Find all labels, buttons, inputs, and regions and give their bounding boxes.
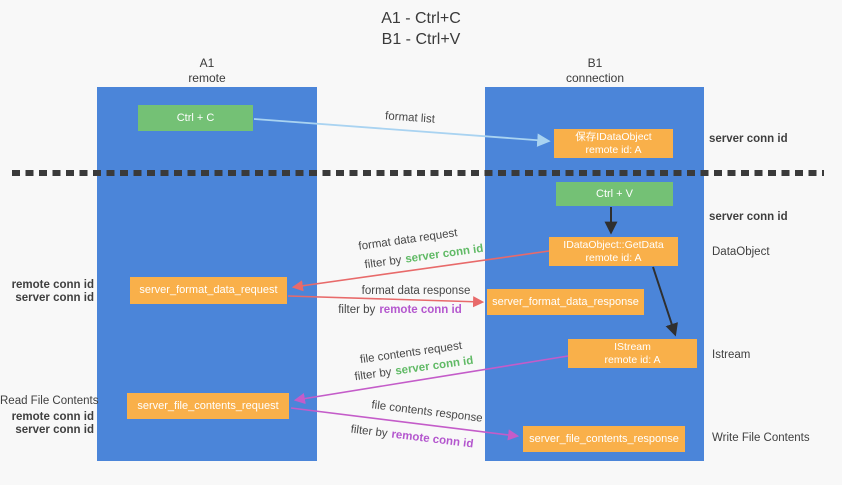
- lifeline-a1-role: remote: [188, 70, 226, 85]
- diagram-title: A1 - Ctrl+C B1 - Ctrl+V: [0, 8, 842, 50]
- annotation-server-conn-id-right-1: server conn id: [709, 133, 788, 145]
- node-server-file-contents-request: server_file_contents_request: [127, 393, 289, 419]
- annotation-dataobject: DataObject: [712, 246, 770, 258]
- node-server-file-contents-response-label: server_file_contents_response: [529, 432, 679, 445]
- node-server-format-data-response-label: server_format_data_response: [492, 295, 639, 308]
- lifeline-a1-header: A1 remote: [147, 56, 267, 85]
- node-ctrl-v: Ctrl + V: [556, 182, 673, 206]
- node-istream-line2: remote id: A: [604, 353, 661, 366]
- node-istream: IStream remote id: A: [568, 339, 697, 368]
- server-conn-id-text-1: server conn id: [404, 242, 485, 266]
- node-ctrl-c: Ctrl + C: [138, 105, 253, 131]
- filter-by-text-2: filter by: [338, 304, 376, 316]
- node-istream-line1: IStream: [614, 340, 651, 353]
- node-ctrl-c-label: Ctrl + C: [176, 111, 215, 124]
- node-idataobject-getdata: IDataObject::GetData remote id: A: [549, 237, 678, 266]
- annotation-server-conn-id-right-2: server conn id: [709, 211, 788, 223]
- lifeline-b1-header: B1 connection: [535, 56, 655, 85]
- node-idataobject-getdata-line1: IDataObject::GetData: [563, 238, 664, 251]
- filter-by-text-3: filter by: [353, 366, 393, 384]
- remote-conn-id-text-2: remote conn id: [390, 428, 475, 451]
- filter-by-text-1: filter by: [363, 254, 403, 272]
- node-idataobject-getdata-line2: remote id: A: [585, 251, 642, 264]
- lifeline-b1-role: connection: [565, 70, 625, 85]
- lifeline-b1-name: B1: [587, 56, 603, 70]
- title-line-b1: B1 - Ctrl+V: [381, 31, 461, 48]
- node-ctrl-v-label: Ctrl + V: [596, 187, 633, 200]
- edge-label-file-contents-response: file contents response: [370, 399, 484, 425]
- machine-boundary-dotted-line: [12, 170, 824, 176]
- annotation-server-conn-id-left-2: server conn id: [15, 424, 94, 436]
- node-save-dataobject: 保存IDataObject remote id: A: [554, 129, 673, 158]
- edge-label-format-data-response: format data response: [361, 285, 471, 297]
- remote-conn-id-text-1: remote conn id: [379, 304, 462, 316]
- annotation-server-conn-id-left-1: server conn id: [15, 292, 94, 304]
- lifeline-a1-name: A1: [199, 56, 215, 70]
- node-save-dataobject-line2: remote id: A: [585, 143, 642, 156]
- node-server-format-data-request: server_format_data_request: [130, 277, 287, 304]
- node-server-file-contents-response: server_file_contents_response: [523, 426, 685, 452]
- filter-by-text-4: filter by: [349, 423, 389, 440]
- node-save-dataobject-line1: 保存IDataObject: [575, 130, 652, 143]
- annotation-remote-conn-id-left-1: remote conn id: [11, 279, 94, 291]
- edge-label-format-list: format list: [384, 110, 436, 126]
- node-server-file-contents-request-label: server_file_contents_request: [137, 399, 279, 412]
- node-server-format-data-response: server_format_data_response: [487, 289, 644, 315]
- annotation-istream: Istream: [712, 349, 751, 361]
- annotation-read-file-contents: Read File Contents: [0, 395, 99, 407]
- title-line-a1: A1 - Ctrl+C: [381, 10, 461, 27]
- node-server-format-data-request-label: server_format_data_request: [139, 284, 278, 296]
- annotation-remote-conn-id-left-2: remote conn id: [11, 411, 94, 423]
- annotation-write-file-contents: Write File Contents: [712, 432, 810, 444]
